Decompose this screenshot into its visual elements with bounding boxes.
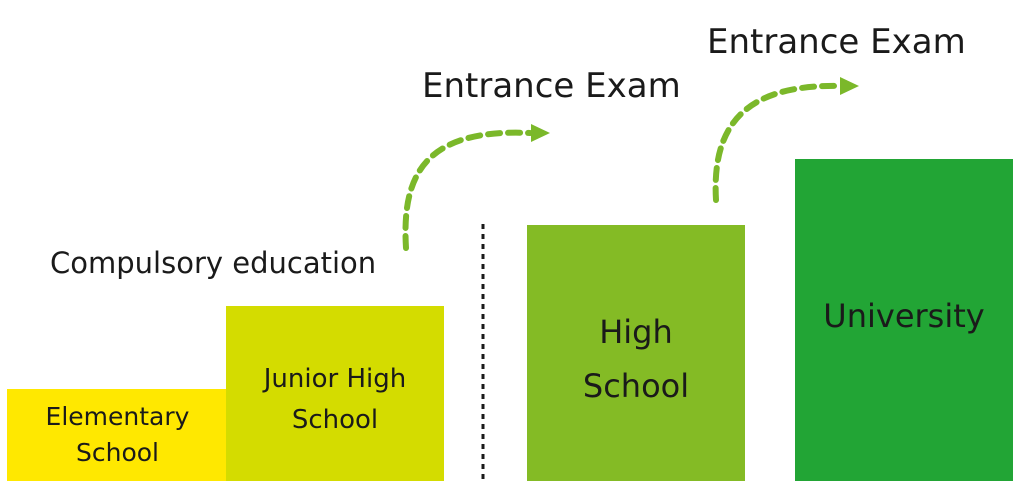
- university-block: University: [795, 159, 1013, 481]
- junior-high-school-label-line1: Junior High: [263, 364, 407, 394]
- junior-high-school-block: Junior High School: [226, 306, 444, 481]
- compulsory-education-label: Compulsory education: [50, 246, 377, 280]
- university-label: University: [823, 297, 985, 335]
- high-school-label-line2: School: [582, 367, 690, 405]
- entrance-exam-arrow-2: [712, 82, 843, 203]
- high-school-label-line1: High: [599, 313, 673, 351]
- junior-high-school-label-line2: School: [291, 405, 379, 435]
- high-school-block: High School: [527, 225, 745, 481]
- elementary-school-label-line1: Elementary: [45, 402, 190, 431]
- elementary-school-block: Elementary School: [7, 389, 228, 481]
- entrance-exam-arrowhead-2: [840, 77, 859, 95]
- entrance-exam-label-2: Entrance Exam: [707, 22, 966, 62]
- entrance-exam-arrow-1: [402, 129, 533, 251]
- entrance-exam-label-1: Entrance Exam: [422, 66, 681, 106]
- entrance-exam-arrowhead-1: [531, 124, 550, 142]
- elementary-school-label-line2: School: [76, 438, 159, 467]
